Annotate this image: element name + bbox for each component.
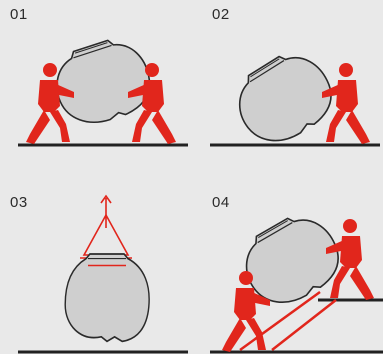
urn-icon-3: [65, 254, 149, 341]
panel-01: [18, 32, 188, 145]
panel-03: [18, 196, 188, 352]
urn-icon-2: [225, 42, 344, 155]
panel-04: [210, 204, 383, 352]
lifting-sling: [84, 215, 128, 255]
ramp-line-2: [272, 300, 336, 350]
lift-arrow-icon: [101, 196, 111, 215]
panel-02: [210, 42, 380, 155]
